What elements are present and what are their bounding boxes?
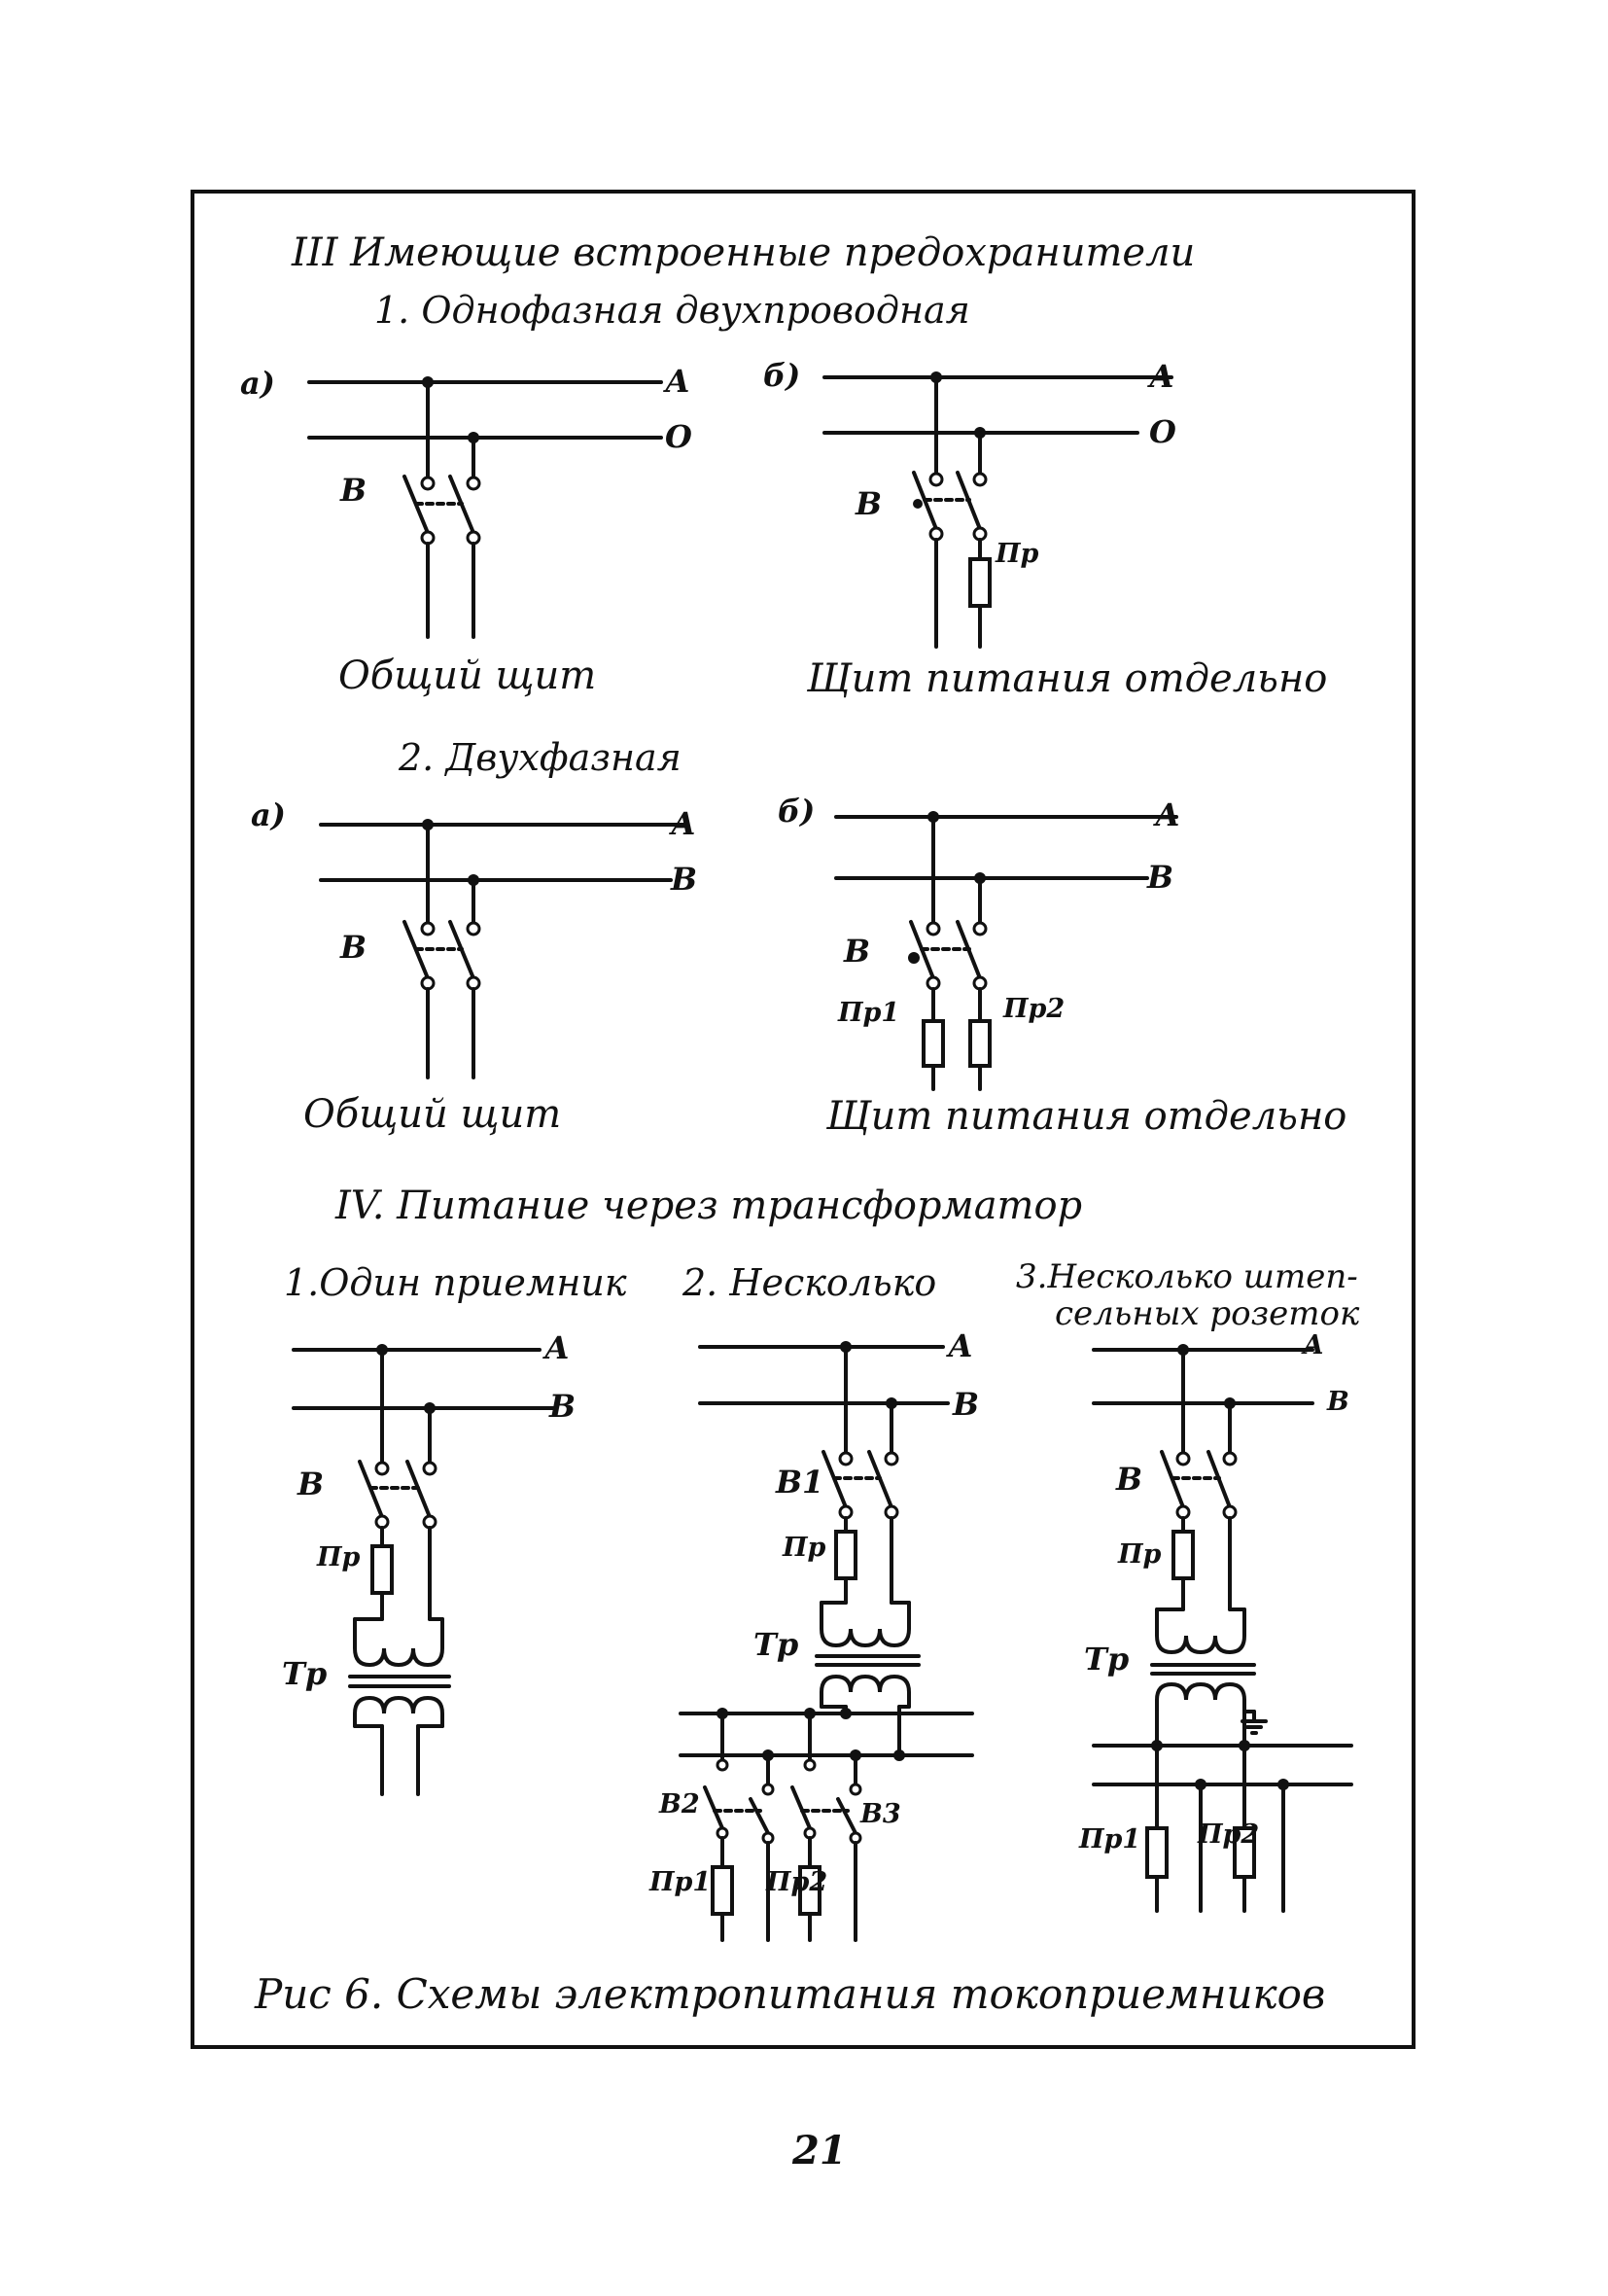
- diagram-2a-marker: а): [251, 796, 286, 833]
- diagram-1b-line-label-2: О: [1149, 413, 1176, 450]
- diagram-t2-fuse-2-label: Пр2: [766, 1867, 828, 1897]
- diagram-t3-fuse-2-label: Пр2: [1198, 1819, 1260, 1850]
- diagram-t2-switch-1-label: В1: [776, 1464, 824, 1501]
- diagram-t3-title-line-1: 3.Несколько штеп-: [1016, 1257, 1358, 1296]
- diagram-2a-line-label-2: В: [671, 861, 698, 898]
- diagram-1a-marker: а): [240, 365, 275, 402]
- diagram-t2-line-label-2: В: [953, 1386, 980, 1423]
- diagram-1a-caption: Общий щит: [338, 653, 597, 698]
- diagram-1b-caption: Щит питания отдельно: [807, 656, 1328, 701]
- diagram-2b-line-label-1: А: [1155, 796, 1181, 833]
- diagram-t2-transformer-label: Тр: [753, 1626, 799, 1663]
- diagram-t3-fuse-1-label: Пр1: [1079, 1824, 1141, 1854]
- diagram-2a-switch-label: В: [340, 929, 367, 966]
- diagram-t2-wiring: [679, 1341, 974, 1942]
- diagram-2a-line-label-1: А: [671, 805, 697, 842]
- diagram-t1-transformer-label: Тр: [282, 1655, 328, 1692]
- diagram-2b-marker: б): [778, 793, 816, 830]
- diagram-t1-line-label-1: А: [544, 1329, 571, 1366]
- diagram-t1-title: 1.Один приемник: [284, 1261, 627, 1304]
- figure-caption: Рис 6. Схемы электропитания токоприемник…: [255, 1970, 1326, 2018]
- diagram-2a-wiring: [319, 819, 687, 1079]
- diagram-1b-wiring: [822, 371, 1173, 649]
- diagram-t3-title-line-2: сельных розеток: [1055, 1294, 1360, 1333]
- diagram-t2-switch-2-label: В2: [659, 1789, 700, 1819]
- diagram-t3-fuse-label: Пр: [1118, 1539, 1162, 1570]
- subsection-1-title: 1. Однофазная двухпроводная: [374, 289, 970, 332]
- diagram-t2-fuse-1-label: Пр1: [649, 1867, 712, 1897]
- diagram-t1-wiring: [292, 1344, 556, 1796]
- diagram-t3-line-label-2: В: [1327, 1387, 1349, 1417]
- section-4-title: IV. Питание через трансформатор: [335, 1183, 1083, 1228]
- diagram-t3-transformer-label: Тр: [1084, 1641, 1130, 1678]
- figure-frame: [191, 190, 1416, 2049]
- diagram-1b-switch-label: В: [856, 485, 883, 522]
- diagram-2b-wiring: [834, 811, 1178, 1091]
- diagram-2b-line-label-2: В: [1147, 859, 1174, 896]
- diagram-1b-line-label-1: А: [1149, 358, 1175, 395]
- diagram-t3-wiring: [1092, 1344, 1353, 1913]
- diagram-2b-fuse-1-label: Пр1: [838, 998, 900, 1028]
- diagram-t2-switch-3-label: В3: [860, 1799, 901, 1829]
- diagram-t3-switch-label: В: [1116, 1461, 1143, 1498]
- diagram-t2-line-label-1: А: [948, 1327, 974, 1364]
- diagram-t2-title: 2. Несколько: [682, 1261, 937, 1304]
- diagram-2b-switch-label: В: [844, 933, 871, 970]
- diagram-1a-line-label-2: О: [665, 418, 692, 455]
- diagram-t1-switch-label: В: [297, 1466, 325, 1502]
- diagram-2b-fuse-2-label: Пр2: [1003, 994, 1066, 1024]
- diagram-t3-line-label-1: А: [1303, 1330, 1324, 1360]
- diagram-t1-line-label-2: В: [549, 1388, 577, 1425]
- diagram-1b-fuse-label: Пр: [996, 539, 1039, 569]
- diagram-t1-fuse-label: Пр: [317, 1542, 361, 1572]
- diagram-1a-switch-label: В: [340, 472, 367, 509]
- page-number: 21: [792, 2128, 847, 2173]
- diagram-1a-line-label-1: А: [665, 363, 691, 400]
- diagram-t2-fuse-label: Пр: [783, 1533, 826, 1563]
- diagram-2a-caption: Общий щит: [303, 1092, 562, 1137]
- diagram-1a-wiring: [307, 376, 663, 639]
- diagram-2b-caption: Щит питания отдельно: [826, 1094, 1347, 1139]
- subsection-2-title: 2. Двухфазная: [399, 736, 682, 779]
- section-3-title: III Имеющие встроенные предохранители: [292, 230, 1196, 275]
- diagram-1b-marker: б): [763, 357, 801, 394]
